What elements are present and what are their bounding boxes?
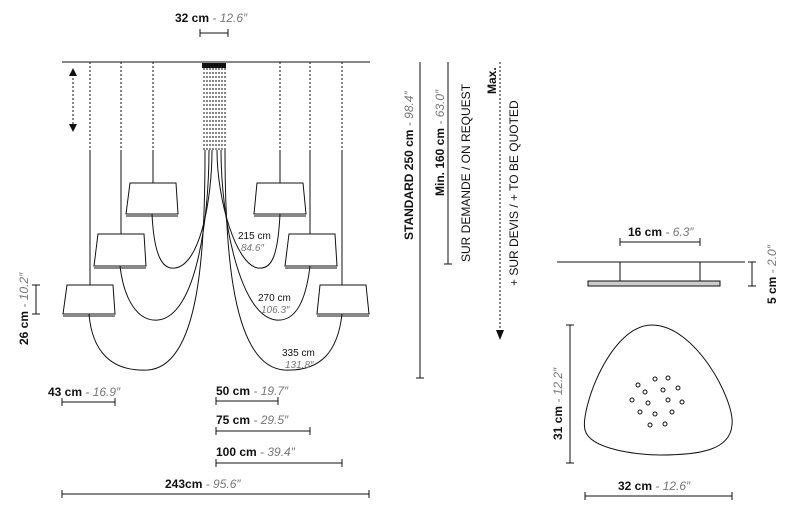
- svg-text:+ SUR DEVIS / + TO BE QUOTED: + SUR DEVIS / + TO BE QUOTED: [507, 100, 521, 286]
- svg-text:SUR DEMANDE / ON REQUEST: SUR DEMANDE / ON REQUEST: [459, 83, 473, 262]
- total-width-dimension: 243cm - 95.6″: [61, 477, 370, 498]
- svg-text:26 cm - 10.2″: 26 cm - 10.2″: [17, 272, 31, 345]
- shade-height-dimension: 26 cm - 10.2″: [17, 272, 40, 345]
- height-annotations: STANDARD 250 cm - 98.4″ Min. 160 cm - 63…: [402, 62, 521, 379]
- shade-3: [62, 284, 116, 315]
- canopy-top-view: 31 cm - 12.2″ 32 cm - 12.6″: [551, 324, 733, 500]
- height-adjust-arrow: [69, 68, 77, 132]
- cable-length-labels: 215 cm 84.6″ 270 cm 106.3″ 335 cm 131.8″: [238, 231, 315, 371]
- svg-text:243cm - 95.6″: 243cm - 95.6″: [165, 477, 241, 491]
- cable-335-label: 335 cm: [282, 348, 315, 359]
- top-width-dimension: 32 cm - 12.6″: [175, 11, 248, 37]
- svg-text:Min. 160 cm - 63.0″: Min. 160 cm - 63.0″: [433, 89, 447, 196]
- shade-6: [316, 284, 370, 315]
- cable-215-inch: 84.6″: [241, 243, 264, 254]
- svg-text:50 cm - 19.7″: 50 cm - 19.7″: [216, 384, 289, 398]
- svg-text:75 cm - 29.5″: 75 cm - 29.5″: [216, 413, 289, 427]
- svg-text:16 cm - 6.3″: 16 cm - 6.3″: [628, 225, 694, 239]
- canopy-cable-cluster: [202, 63, 226, 150]
- cable-270-inch: 106.3″: [261, 305, 290, 316]
- svg-text:32 cm - 12.6″: 32 cm - 12.6″: [618, 479, 691, 493]
- canopy-holes: [629, 375, 685, 428]
- svg-text:STANDARD 250 cm - 98.4″: STANDARD 250 cm - 98.4″: [402, 90, 416, 240]
- shade-width-dimension: 43 cm - 16.9″: [48, 385, 121, 406]
- cable-335-inch: 131.8″: [285, 360, 314, 371]
- lamp-shades: [62, 182, 370, 317]
- shade-2: [93, 233, 147, 267]
- top-width-label: 32 cm - 12.6″: [175, 11, 248, 25]
- cable-270-label: 270 cm: [258, 293, 291, 304]
- svg-text:100 cm - 39.4″: 100 cm - 39.4″: [216, 445, 296, 459]
- cable-215-label: 215 cm: [238, 231, 271, 242]
- spread-dimensions: 50 cm - 19.7″ 75 cm - 29.5″ 100 cm - 39.…: [215, 384, 343, 467]
- shade-5: [284, 233, 338, 267]
- pendant-cables: [88, 62, 343, 371]
- canopy-side-view: 16 cm - 6.3″ 5 cm - 2.0″: [557, 225, 779, 304]
- shade-1: [125, 182, 179, 215]
- svg-text:Max.: Max.: [485, 67, 499, 94]
- svg-text:5 cm - 2.0″: 5 cm - 2.0″: [765, 244, 779, 304]
- svg-text:31 cm - 12.2″: 31 cm - 12.2″: [551, 367, 565, 440]
- shade-4: [253, 182, 307, 215]
- svg-text:43 cm - 16.9″: 43 cm - 16.9″: [48, 385, 121, 399]
